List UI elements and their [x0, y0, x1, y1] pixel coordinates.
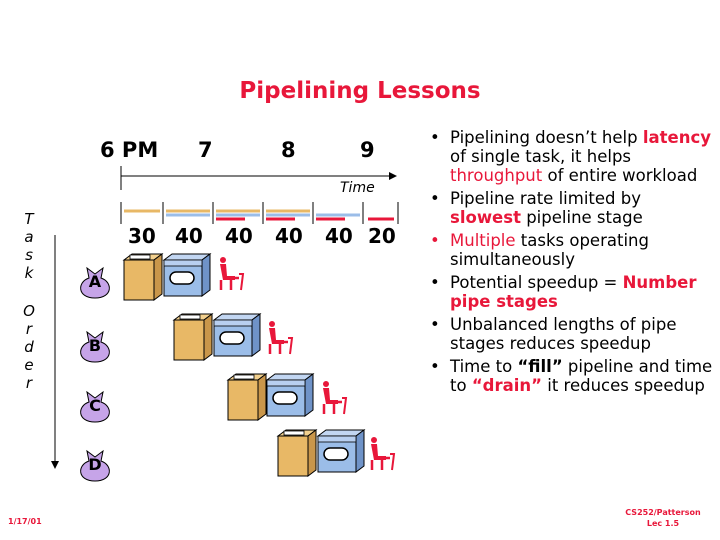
- duration-label: 40: [275, 224, 303, 248]
- bullet-text-segment: slowest: [450, 208, 521, 227]
- lesson-bullet-list: • Pipelining doesn’t help latency of sing…: [428, 128, 713, 399]
- task-order-letter: s: [25, 246, 33, 264]
- task-order-letter: e: [24, 356, 34, 374]
- duration-label: 40: [225, 224, 253, 248]
- bullet-text-segment: tasks operating simultaneously: [450, 231, 649, 269]
- bullet-dot-icon: •: [430, 128, 440, 147]
- task-order-letter: T: [24, 210, 34, 228]
- bullet-dot-icon: •: [430, 315, 440, 334]
- dryer-icon: [266, 373, 314, 417]
- task-label-a: A: [88, 272, 102, 291]
- bullet-item: • Pipelining doesn’t help latency of sing…: [428, 128, 713, 185]
- bullet-item: • Multiple tasks operating simultaneously: [428, 231, 713, 269]
- hour-label-8: 8: [281, 138, 296, 162]
- task-order-letter: O: [23, 302, 35, 320]
- duration-label: 40: [175, 224, 203, 248]
- bullet-text-segment: Number pipe stages: [450, 273, 697, 311]
- folder-person-icon: [321, 379, 348, 416]
- washer-icon: [123, 253, 163, 301]
- bullet-text-segment: pipeline and time to: [450, 357, 713, 395]
- bullet-item: • Unbalanced lengths of pipe stages reduc…: [428, 315, 713, 353]
- bullet-dot-icon: •: [430, 231, 440, 250]
- task-order-letter: a: [24, 228, 34, 246]
- bullet-text-segment: “drain”: [471, 376, 542, 395]
- bullet-text-segment: throughput: [450, 166, 543, 185]
- bullet-text-segment: Unbalanced lengths of pipe stages reduce…: [450, 315, 677, 353]
- dryer-icon: [213, 313, 261, 357]
- bullet-text-segment: of entire workload: [542, 166, 698, 185]
- folder-person-icon: [218, 255, 245, 292]
- task-order-letter: r: [25, 320, 33, 338]
- hour-label-6pm: 6 PM: [100, 138, 159, 162]
- washer-icon: [173, 313, 213, 361]
- washer-icon: [227, 373, 267, 421]
- bullet-text-segment: latency: [642, 128, 711, 147]
- slide-title: Pipelining Lessons: [239, 78, 481, 104]
- task-order-letter: r: [25, 374, 33, 392]
- task-label-c: C: [89, 396, 101, 415]
- hour-label-7: 7: [198, 138, 213, 162]
- dryer-icon: [317, 429, 365, 473]
- task-order-letter: k: [24, 264, 34, 282]
- footer-course-info: CS252/Patterson Lec 1.5: [612, 507, 714, 529]
- task-label-d: D: [88, 455, 102, 474]
- bullet-item: • Potential speedup = Number pipe stages: [428, 273, 713, 311]
- bullet-text-segment: Multiple: [450, 231, 516, 250]
- bullet-text-segment: Potential speedup =: [450, 273, 623, 292]
- stage-timing-bars: [120, 202, 399, 224]
- bullet-dot-icon: •: [430, 189, 440, 208]
- time-axis-label: Time: [340, 180, 375, 196]
- folder-person-icon: [267, 319, 294, 356]
- washer-icon: [277, 429, 317, 477]
- footer-course: CS252/Patterson: [625, 508, 701, 517]
- bullet-text-segment: Pipeline rate limited by: [450, 189, 641, 208]
- bullet-text-segment: of single task, it helps: [450, 147, 632, 166]
- bullet-item: • Time to “fill” pipeline and time to “dr…: [428, 357, 713, 395]
- bullet-text-segment: Pipelining doesn’t help: [450, 128, 643, 147]
- bullet-dot-icon: •: [430, 357, 440, 376]
- duration-label: 30: [128, 224, 156, 248]
- folder-person-icon: [369, 435, 396, 472]
- dryer-icon: [163, 253, 211, 297]
- hour-label-9: 9: [360, 138, 375, 162]
- bullet-text-segment: “fill”: [517, 357, 563, 376]
- task-order-letter: d: [24, 338, 34, 356]
- footer-date: 1/17/01: [8, 517, 42, 526]
- bullet-text-segment: pipeline stage: [520, 208, 643, 227]
- bullet-text-segment: Time to: [450, 357, 518, 376]
- task-label-b: B: [88, 336, 102, 355]
- bullet-item: • Pipeline rate limited by slowest pipeli…: [428, 189, 713, 227]
- footer-lecture: Lec 1.5: [646, 519, 680, 528]
- bullet-dot-icon: •: [430, 273, 440, 292]
- duration-label: 20: [368, 224, 396, 248]
- duration-label: 40: [325, 224, 353, 248]
- bullet-text-segment: it reduces speedup: [542, 376, 705, 395]
